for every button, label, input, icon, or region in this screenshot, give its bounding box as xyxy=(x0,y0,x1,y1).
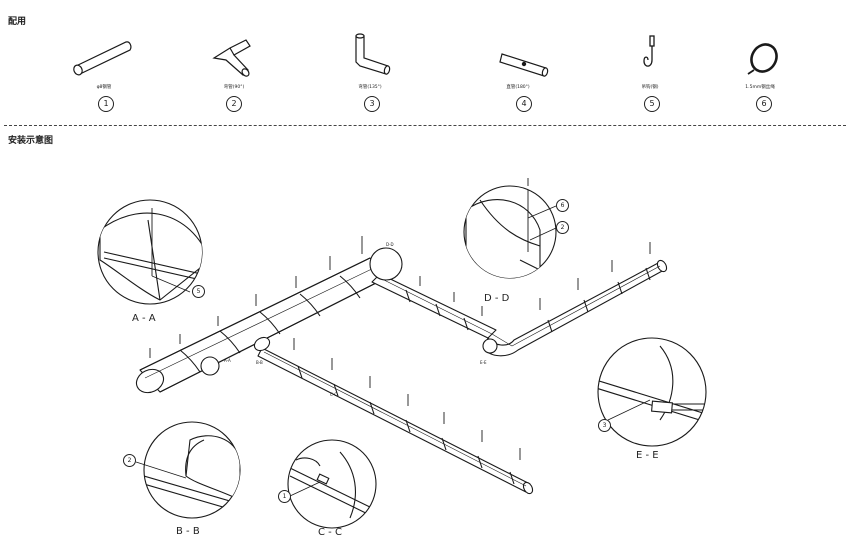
section-mark-c: C-C xyxy=(330,392,337,397)
part-4-caption: 直管(180°) xyxy=(506,85,530,90)
part-6-caption: 1.5mm钢丝绳 xyxy=(745,85,775,90)
part-3-number: 3 xyxy=(364,96,380,112)
detail-dd-label: D - D xyxy=(484,293,510,304)
callout-ee: 3 xyxy=(598,419,611,432)
section-mark-b: B-B xyxy=(256,360,263,365)
section-mark-a: A-A xyxy=(224,358,231,363)
straight-pipe-icon xyxy=(73,41,132,76)
detail-bb-label: B - B xyxy=(176,526,200,537)
elbow-90-icon xyxy=(212,39,251,77)
section-divider xyxy=(4,125,846,126)
main-trunk-duct xyxy=(135,257,391,394)
part-6-number: 6 xyxy=(756,96,772,112)
wire-coil-icon xyxy=(747,43,778,75)
detail-aa-label: A - A xyxy=(132,313,156,324)
lower-branch-duct xyxy=(253,336,534,495)
detail-bb xyxy=(135,421,241,519)
part-4-number: 4 xyxy=(516,96,532,112)
detail-dd xyxy=(463,178,557,279)
callout-bb: 2 xyxy=(123,454,136,467)
part-3-caption: 弯管(135°) xyxy=(358,85,382,90)
part-1-number: 1 xyxy=(98,96,114,112)
part-5-number: 5 xyxy=(644,96,660,112)
callout-cc: 1 xyxy=(278,490,291,503)
detail-ee xyxy=(597,337,707,447)
upper-branch-duct xyxy=(371,259,668,357)
straight-joint-icon xyxy=(499,53,549,77)
hanger-rods xyxy=(149,236,651,460)
callout-dd-bottom: 2 xyxy=(556,221,569,234)
section-mark-e: E-E xyxy=(480,360,487,365)
parts-section-title: 配用 xyxy=(8,17,27,27)
detail-ee-label: E - E xyxy=(636,450,659,461)
detail-aa xyxy=(97,199,203,305)
part-5-caption: 吊钩(钢) xyxy=(641,85,659,90)
part-1-caption: φ8钢管 xyxy=(96,85,112,90)
part-2-number: 2 xyxy=(226,96,242,112)
callout-aa: 5 xyxy=(192,285,205,298)
install-section-title: 安装示意图 xyxy=(8,136,54,146)
elbow-135-icon xyxy=(355,33,391,75)
callout-dd-top: 6 xyxy=(556,199,569,212)
hook-icon xyxy=(643,35,655,67)
detail-cc-label: C - C xyxy=(318,527,342,538)
part-2-caption: 弯管(90°) xyxy=(223,85,245,90)
detail-cc xyxy=(287,439,377,529)
section-mark-d: D-D xyxy=(386,242,394,247)
